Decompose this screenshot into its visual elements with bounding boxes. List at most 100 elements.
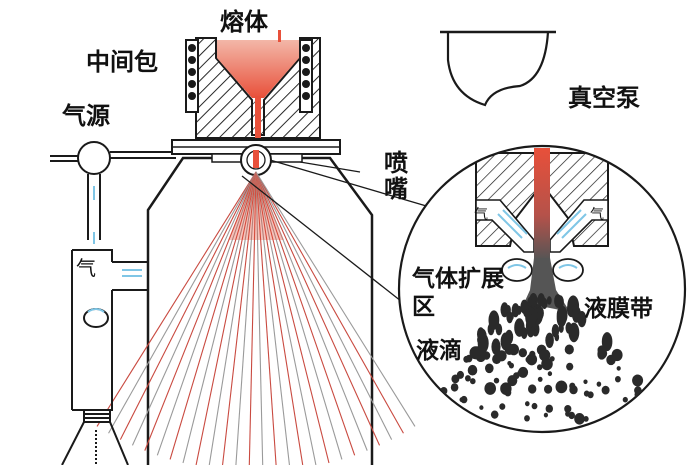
droplet: [525, 309, 530, 318]
spray-ray: [119, 171, 257, 440]
droplet: [611, 348, 623, 362]
melt-stream: [255, 96, 261, 138]
droplet: [577, 311, 587, 328]
spray-ray: [182, 171, 257, 464]
spray-ray: [255, 171, 317, 466]
droplet: [537, 376, 543, 382]
droplet: [507, 361, 512, 366]
droplet: [545, 332, 554, 348]
vacuum-pump-housing: [446, 31, 550, 107]
droplet: [450, 383, 459, 392]
droplet: [460, 395, 468, 404]
spray-ray: [131, 171, 257, 446]
droplet: [528, 384, 537, 394]
droplet: [520, 327, 528, 339]
spray-ray: [144, 171, 257, 451]
droplet: [601, 332, 613, 352]
nozzle-detail-inset: [397, 144, 687, 434]
droplet: [496, 350, 507, 362]
spray-ray: [156, 171, 257, 456]
melt-label: 熔体: [220, 8, 268, 36]
droplet: [616, 366, 621, 371]
droplet: [493, 377, 500, 384]
gas-expansion-zone-label: 气体扩展区: [412, 266, 504, 320]
droplet-field: [436, 293, 664, 425]
vacuum-pump-label: 真空泵: [568, 84, 640, 112]
droplet: [516, 305, 522, 315]
droplet: [556, 305, 568, 325]
droplet: [456, 370, 464, 379]
spray-ray: [108, 171, 257, 434]
droplet: [482, 351, 491, 360]
droplet: [506, 311, 513, 324]
droplet: [491, 338, 501, 356]
spray-ray: [96, 171, 257, 427]
droplet: [545, 404, 553, 413]
droplets-label: 液滴: [416, 338, 462, 364]
droplet: [505, 329, 514, 345]
tundish-label: 中间包: [86, 48, 158, 76]
droplet: [598, 352, 604, 358]
droplet: [485, 363, 494, 374]
droplet: [525, 401, 530, 407]
droplet: [507, 375, 518, 387]
droplet: [484, 382, 497, 395]
tundish: [185, 30, 321, 139]
nozzle-plate: [171, 139, 341, 176]
droplet: [652, 402, 660, 411]
spray-ray: [255, 171, 393, 440]
spray-ray: [255, 171, 356, 456]
droplet: [619, 409, 627, 418]
nozzle-label: 喷嘴: [384, 149, 408, 204]
gas-source-label: 气源: [62, 102, 110, 130]
droplet: [544, 384, 553, 394]
droplet: [469, 346, 482, 360]
droplet: [546, 296, 552, 305]
spray-ray: [255, 171, 416, 427]
droplet: [601, 385, 610, 395]
droplet: [583, 416, 589, 422]
droplet: [436, 404, 444, 412]
droplet: [634, 413, 645, 425]
droplet: [564, 405, 572, 413]
spray-ray: [255, 171, 277, 466]
droplet: [495, 323, 503, 336]
droplet: [565, 411, 571, 417]
droplet: [566, 362, 574, 371]
droplet: [555, 380, 568, 394]
droplet: [470, 378, 476, 385]
droplet: [477, 327, 485, 341]
droplet: [583, 379, 588, 385]
droplet: [543, 412, 549, 418]
droplet: [539, 349, 551, 362]
droplet: [528, 355, 537, 365]
spray-ray: [255, 171, 404, 434]
spray-ray: [195, 171, 257, 466]
spray-core: [228, 172, 284, 240]
droplet: [490, 410, 499, 419]
spray-cone: [96, 171, 416, 466]
gas-source-system: [61, 141, 148, 466]
gas-pipe-label: 气: [76, 256, 96, 280]
droplet: [537, 364, 543, 371]
droplet: [551, 324, 560, 338]
spray-ray: [255, 171, 330, 464]
spray-ray: [255, 171, 381, 446]
droplet: [583, 390, 590, 397]
droplet: [574, 413, 585, 425]
liquid-film-band-label: 液膜带: [584, 296, 653, 322]
droplet: [564, 344, 574, 355]
droplet: [508, 343, 519, 356]
spray-ray: [255, 171, 368, 451]
droplet: [537, 293, 545, 307]
gas-inset-left-label: 气: [474, 207, 488, 223]
leader-lines: [241, 159, 441, 317]
droplet: [500, 384, 505, 390]
droplet: [622, 396, 628, 403]
droplet: [634, 386, 642, 395]
droplet: [524, 415, 530, 422]
droplet: [569, 382, 576, 390]
induction-coil-right: [299, 39, 313, 113]
droplet: [547, 371, 553, 377]
